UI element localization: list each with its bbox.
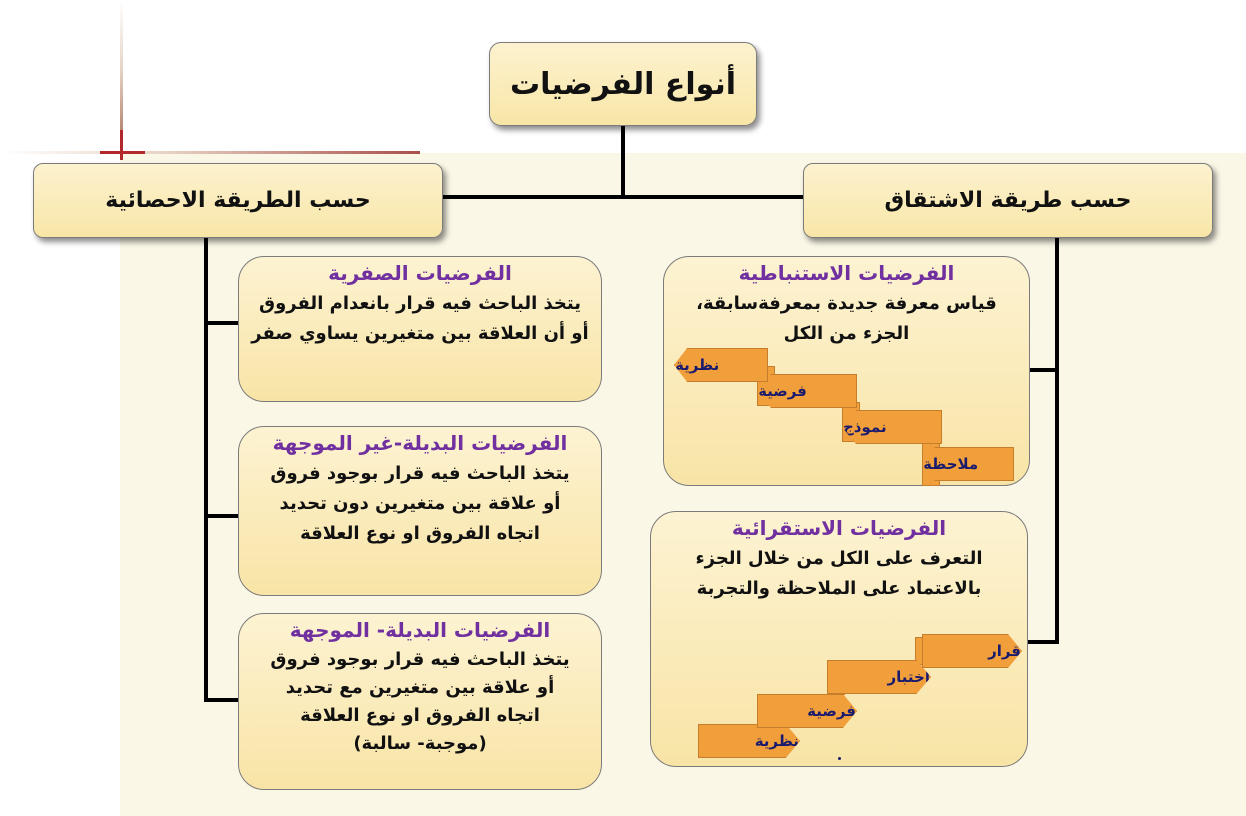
card-alt-directional: الفرضيات البديلة- الموجهة يتخذ الباحث في… [238,613,602,790]
diagram-title: أنواع الفرضيات [489,42,757,126]
deductive-step-model: نموذج [842,410,942,444]
card-alt-nondirectional-line-3: اتجاه الفروق او نوع العلاقة [300,523,540,544]
card-alt-directional-line-4: (موجبة- سالبة) [353,733,487,754]
card-alt-nondirectional-line-2: أو علاقة بين متغيرين دون تحديد [279,493,561,514]
card-null-hypothesis: الفرضيات الصفرية يتخذ الباحث فيه قرار با… [238,256,602,402]
card-inductive-line-2: بالاعتماد على الملاحظة والتجربة [696,578,982,599]
connector-left-tick-1 [204,321,240,325]
card-alt-nondirectional-line-1: يتخذ الباحث فيه قرار بوجود فروق [270,463,570,484]
card-inductive-title: الفرضيات الاستقرائية [731,516,947,540]
deductive-step-theory: نظرية [674,348,768,382]
card-alt-directional-line-2: أو علاقة بين متغيرين مع تحديد [285,677,555,698]
connector-right-tick-1 [1030,368,1059,372]
connector-right-tick-2 [1027,640,1059,644]
inductive-step-theory-label: نظرية [754,732,799,750]
decor-cross-horizontal [100,151,145,154]
card-alt-directional-body: يتخذ الباحث فيه قرار بوجود فروق أو علاقة… [239,646,601,758]
branch-statistical: حسب الطريقة الاحصائية [33,163,443,238]
card-deductive-line-1: قياس معرفة جديدة بمعرفةسابقة، [696,293,997,314]
card-deductive-line-2: الجزء من الكل [783,323,910,344]
decor-horizontal-line [0,151,420,154]
inductive-step-hypothesis-label: فرضية [807,702,856,720]
card-alt-directional-line-1: يتخذ الباحث فيه قرار بوجود فروق [270,649,570,670]
card-null-line-2: أو أن العلاقة بين متغيرين يساوي صفر [251,323,589,344]
card-deductive-body: قياس معرفة جديدة بمعرفةسابقة، الجزء من ا… [664,289,1029,349]
inductive-step-decision-label: قرار [988,642,1021,660]
connector-right-trunk [1055,238,1059,644]
connector-root-down [621,126,625,198]
deductive-step-observation-label: ملاحظة [923,455,979,473]
branch-derivation: حسب طريقة الاشتقاق [803,163,1213,238]
deductive-step-observation: ملاحظة [922,447,1014,481]
connector-left-tick-3 [204,698,240,702]
deductive-step-theory-label: نظرية [675,356,720,374]
card-alt-nondirectional: الفرضيات البديلة-غير الموجهة يتخذ الباحث… [238,426,602,596]
card-alt-directional-title: الفرضيات البديلة- الموجهة [289,618,551,642]
connector-left-tick-2 [204,514,240,518]
inductive-step-hypothesis: فرضية [757,694,857,728]
decor-dot [838,757,841,760]
decor-cross-vertical [120,130,123,160]
card-inductive-line-1: التعرف على الكل من خلال الجزء [695,548,983,569]
inductive-step-test-label: اختبار [887,668,930,686]
card-null-line-1: يتخذ الباحث فيه قرار بانعدام الفروق [259,293,581,314]
connector-left-trunk [204,236,208,702]
branch-statistical-label: حسب الطريقة الاحصائية [105,188,371,213]
inductive-step-theory: نظرية [698,724,800,758]
deductive-step-model-label: نموذج [843,418,887,436]
deductive-step-hypothesis: فرضية [757,374,857,408]
branch-derivation-label: حسب طريقة الاشتقاق [884,188,1132,213]
card-null-body: يتخذ الباحث فيه قرار بانعدام الفروق أو أ… [239,289,601,349]
card-alt-nondirectional-title: الفرضيات البديلة-غير الموجهة [272,431,568,455]
card-alt-directional-line-3: اتجاه الفروق او نوع العلاقة [300,705,540,726]
diagram-title-text: أنواع الفرضيات [509,66,737,102]
card-alt-nondirectional-body: يتخذ الباحث فيه قرار بوجود فروق أو علاقة… [239,459,601,549]
connector-branch-bar [441,195,805,199]
decor-vertical-line [120,0,123,153]
card-null-title: الفرضيات الصفرية [328,261,512,285]
card-deductive-title: الفرضيات الاستنباطية [738,261,955,285]
deductive-step-hypothesis-label: فرضية [758,382,807,400]
inductive-step-decision: قرار [922,634,1022,668]
inductive-step-test: اختبار [827,660,931,694]
card-inductive-body: التعرف على الكل من خلال الجزء بالاعتماد … [651,544,1027,604]
